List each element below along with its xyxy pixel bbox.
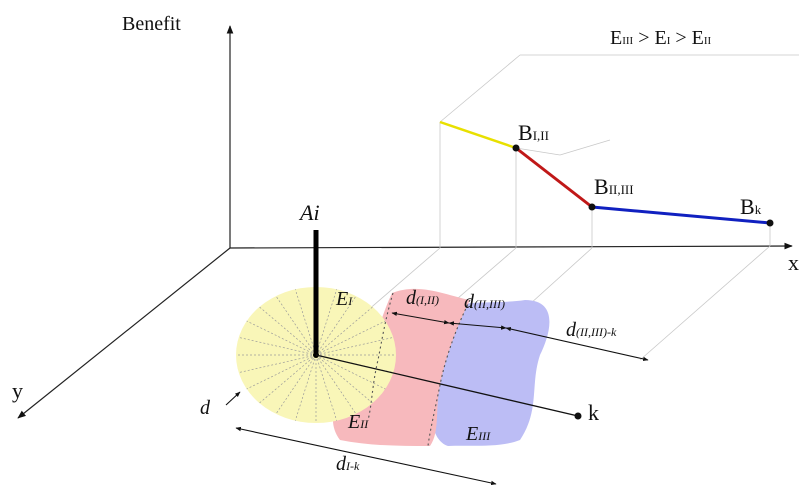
label-d: d [200,397,211,419]
benefit-curve [439,120,774,227]
label-e-ii: EII [347,411,369,433]
ray-line [315,354,373,404]
label-d-i-ii: d(I,II) [406,287,439,309]
label-e-i: EI [335,288,353,310]
ray-line [238,354,317,373]
point-b-i-ii [512,144,520,152]
ray-line [294,354,317,421]
distance-arrows [225,311,649,485]
point-b-ii-iii [588,203,596,211]
ray-line [315,320,386,356]
label-d-i-k: dI-k [336,453,360,475]
ray-line [246,320,317,356]
arrow-d [225,391,241,406]
ray-line [315,337,394,356]
y-axis [17,247,231,419]
label-b-ii-iii: BII,III [594,174,634,199]
label-e-iii: EIII [465,423,491,445]
benefit-axis-label: Benefit [122,13,181,35]
x-axis-label: x [788,250,799,275]
label-b-k: Bk [740,194,762,219]
ray-line [315,289,338,356]
ray-line [259,354,317,404]
ray-line [315,354,338,421]
ray-line [259,306,317,356]
segment-third [591,205,771,225]
ai-to-k-line [315,354,579,417]
ray-line [246,354,317,390]
x-axis [229,242,793,250]
ray-line [238,337,317,356]
segment-second [515,146,593,209]
arrow-d-i-k [235,426,497,485]
point-b-k [766,219,774,227]
inequality-legend: EIII > EI > EII [610,27,712,49]
ray-line [315,306,373,356]
label-ai: Ai [298,200,320,225]
label-b-i-ii: BI,II [518,120,549,145]
ray-line [294,289,317,356]
k-point [574,412,582,420]
label-d-ii-iii-k: d(II,III)-k [566,319,617,341]
arrow-d-ii-iii-k [505,326,649,362]
arrow-d-ii-iii [448,321,507,330]
y-axis-label: y [12,378,23,403]
ray-line [315,354,386,390]
segment-first [439,120,517,150]
arrow-d-i-ii [391,311,450,325]
label-k: k [588,400,599,425]
label-d-ii-iii: d(II,III) [464,291,505,313]
